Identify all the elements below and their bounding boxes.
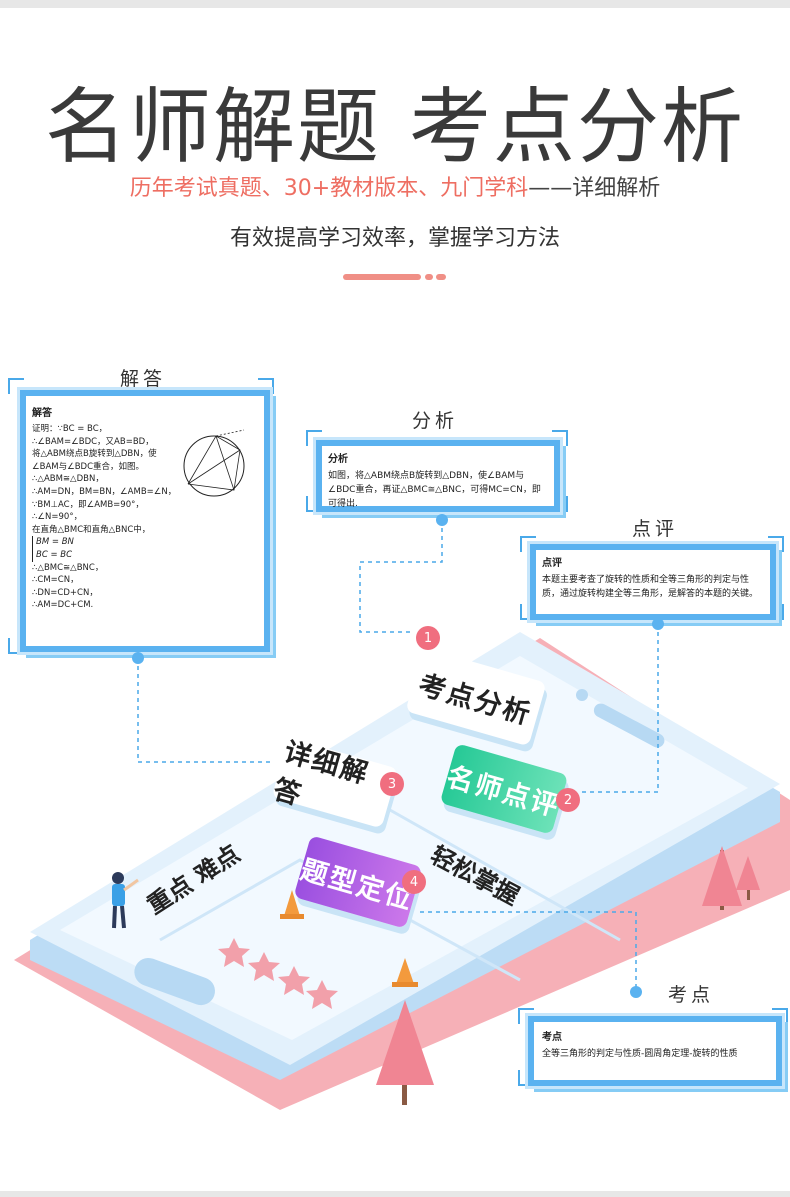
bracket-corner: [8, 378, 24, 394]
proof-line: ∴∠BAM=∠BDC，又AB=BD，: [32, 436, 154, 447]
proof-line: ∴∠N=90°，: [32, 512, 83, 523]
bracket-corner: [518, 1008, 534, 1024]
proof-line: ∴△ABM≅△DBN，: [32, 474, 104, 485]
card-dianping: 点评 本题主要考查了旋转的性质和全等三角形的判定与性质，通过旋转构建全等三角形，…: [530, 544, 776, 620]
rating-stars-icon: [218, 938, 338, 1009]
tree-icon: [736, 856, 760, 900]
bracket-corner: [772, 1008, 788, 1024]
bracket-corner: [258, 638, 274, 654]
bracket-corner: [306, 430, 322, 446]
card-body: 如图，将△ABM绕点B旋转到△DBN，使∠BAM与∠BDC重合，再证△BMC≅△…: [328, 471, 541, 509]
proof-line: ∴AM=DC+CM.: [32, 600, 94, 611]
home-button-icon: [134, 957, 215, 1006]
proof-line: ∴DN=CD+CN，: [32, 587, 98, 598]
bottom-bar: [0, 1191, 790, 1197]
bracket-corner: [518, 1070, 534, 1086]
geometry-circle-diagram: [183, 429, 245, 497]
proof-line: 在直角△BMC和直角△BNC中，: [32, 524, 151, 535]
divider-line: [343, 274, 421, 280]
badge-3: 3: [380, 772, 404, 796]
connector-dot: [652, 618, 664, 630]
label-dianping: 点评: [632, 518, 679, 540]
person-figure-icon: [112, 872, 139, 929]
proof-line: ∵BM⊥AC，即∠AMB=90°，: [32, 499, 144, 510]
bracket-corner: [768, 604, 784, 620]
divider-dot-1: [425, 274, 433, 280]
proof-line: ∠BAM与∠BDC重合，如图。: [32, 461, 145, 472]
label-fenxi: 分析: [412, 410, 459, 432]
subtitle-rest: ——详细解析: [528, 176, 661, 201]
bracket-corner: [768, 536, 784, 552]
label-kaodian: 考点: [668, 984, 715, 1006]
badge-2: 2: [556, 788, 580, 812]
bracket-corner: [258, 378, 274, 394]
tree-icon: [376, 1000, 434, 1105]
tree-icon: [702, 846, 742, 910]
card-title: 解答: [32, 408, 52, 419]
card-body: 全等三角形的判定与性质-圆周角定理-旋转的性质: [542, 1049, 738, 1059]
bracket-corner: [8, 638, 24, 654]
proof-line: BM = BN: [36, 537, 74, 548]
badge-4: 4: [402, 870, 426, 894]
proof-line: 证明：∵BC = BC，: [32, 424, 108, 434]
connector-dot: [132, 652, 144, 664]
traffic-cone-icon: [392, 958, 418, 987]
card-jieda: 解答 证明：∵BC = BC， ∴∠BAM=∠BDC，又AB=BD， 将△ABM…: [20, 390, 270, 652]
card-title: 考点: [542, 1032, 562, 1043]
subtitle-highlight: 历年考试真题、30+教材版本、九门学科: [129, 176, 529, 201]
bracket-corner: [552, 496, 568, 512]
card-title: 分析: [328, 454, 348, 465]
bracket-corner: [552, 430, 568, 446]
page-subtitle: 历年考试真题、30+教材版本、九门学科——详细解析: [0, 170, 790, 202]
connector-dot: [630, 986, 642, 998]
top-bar: [0, 0, 790, 8]
camera-icon: [576, 689, 588, 701]
proof-line: ∴△BMC≅△BNC，: [32, 562, 104, 573]
bracket-corner: [520, 536, 536, 552]
card-body: 本题主要考查了旋转的性质和全等三角形的判定与性质，通过旋转构建全等三角形，是解答…: [542, 575, 759, 599]
proof-line: BC = BC: [36, 549, 73, 560]
card-body: 证明：∵BC = BC， ∴∠BAM=∠BDC，又AB=BD， 将△ABM绕点B…: [32, 423, 258, 612]
card-fenxi: 分析 如图，将△ABM绕点B旋转到△DBN，使∠BAM与∠BDC重合，再证△BM…: [316, 440, 560, 512]
proof-line: ∴CM=CN，: [32, 575, 79, 586]
page-title: 名师解题 考点分析: [44, 80, 746, 175]
page-tagline: 有效提高学习效率，掌握学习方法: [229, 226, 560, 251]
card-title: 点评: [542, 558, 562, 569]
traffic-cone-icon: [280, 890, 304, 919]
badge-1: 1: [416, 626, 440, 650]
label-jieda: 解答: [120, 368, 167, 390]
divider-dot-2: [436, 274, 446, 280]
bracket-corner: [306, 496, 322, 512]
proof-line: 将△ABM绕点B旋转到△DBN，使: [32, 449, 157, 460]
card-kaodian: 考点 全等三角形的判定与性质-圆周角定理-旋转的性质: [528, 1016, 782, 1086]
bracket-corner: [520, 604, 536, 620]
proof-line: ∴AM=DN，BM=BN，∠AMB=∠N，: [32, 486, 177, 497]
system-brace: BM = BN BC = BC: [32, 536, 258, 562]
connector-dot: [436, 514, 448, 526]
